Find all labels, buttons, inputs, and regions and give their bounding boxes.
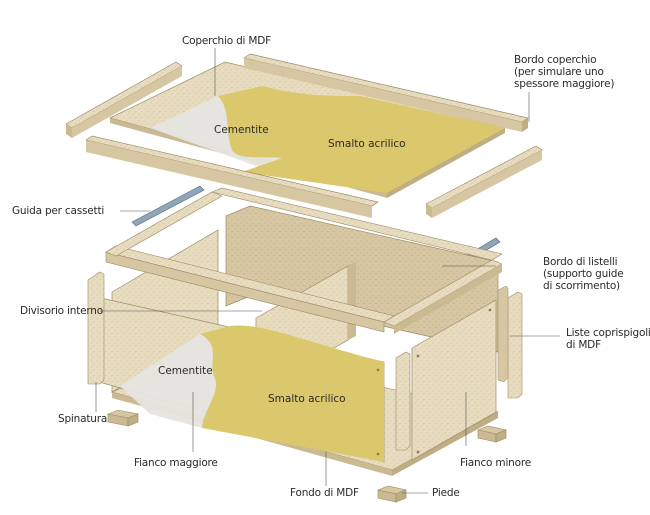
lid-primer-text: Cementite	[214, 124, 269, 136]
lid-edge-strip-front-face	[86, 140, 372, 218]
lid-primer-region	[150, 96, 282, 168]
label-batten-frame: Bordo di listelli (supporto guide di sco…	[543, 256, 624, 292]
label-foot: Piede	[432, 487, 460, 499]
lid-edge-strip-right-top	[432, 150, 542, 218]
mdf-bottom-edge-side	[392, 412, 498, 476]
lid-enamel-text: Smalto acrilico	[328, 138, 406, 150]
long-side-enamel-region	[200, 325, 384, 462]
foot-left	[106, 409, 140, 427]
short-side-panel	[411, 299, 497, 461]
corner-strip-back-right-b	[497, 285, 509, 383]
lid-group: Cementite Smalto acrilico	[65, 53, 543, 218]
label-corner-strips: Liste coprispigoli di MDF	[566, 327, 650, 351]
leader-lines	[95, 48, 560, 494]
drawer-guide-left	[131, 185, 205, 227]
label-lid-edge: Bordo coperchio (per simulare uno spesso…	[514, 54, 615, 90]
lid-edge-strip-right-face	[426, 204, 432, 218]
corner-strip-back-right	[507, 291, 523, 399]
label-dowel: Spinatura	[58, 413, 108, 425]
foot-right	[476, 425, 508, 443]
batten-frame-back	[211, 187, 503, 261]
lid-edge-strip-left-top	[72, 66, 182, 138]
lid-panel-edge-side	[387, 128, 505, 198]
short-side-group	[395, 285, 523, 461]
batten-frame-right-face	[394, 264, 502, 334]
label-drawer-guide: Guida per cassetti	[12, 205, 105, 217]
long-side-primer-region	[120, 334, 217, 428]
label-long-side: Fianco maggiore	[134, 457, 218, 469]
lid-edge-strip-left-face	[66, 124, 72, 138]
long-side-enamel-text: Smalto acrilico	[268, 393, 346, 405]
foot-front	[376, 485, 408, 503]
corner-strip-front-left	[87, 271, 105, 385]
label-mdf-bottom: Fondo di MDF	[290, 487, 359, 499]
lid-edge-strip-top-end	[522, 118, 528, 132]
lid-enamel-region	[218, 86, 505, 193]
inner-divider-edge	[348, 262, 356, 340]
batten-frame-left	[105, 191, 223, 257]
label-lid: Coperchio di MDF	[182, 35, 271, 47]
long-side-primer-text: Cementite	[158, 365, 213, 377]
corner-strip-front-right	[395, 351, 411, 451]
label-short-side: Fianco minore	[460, 457, 531, 469]
lid-edge-strip-top-face	[244, 58, 522, 132]
label-inner-divider: Divisorio interno	[20, 305, 103, 317]
